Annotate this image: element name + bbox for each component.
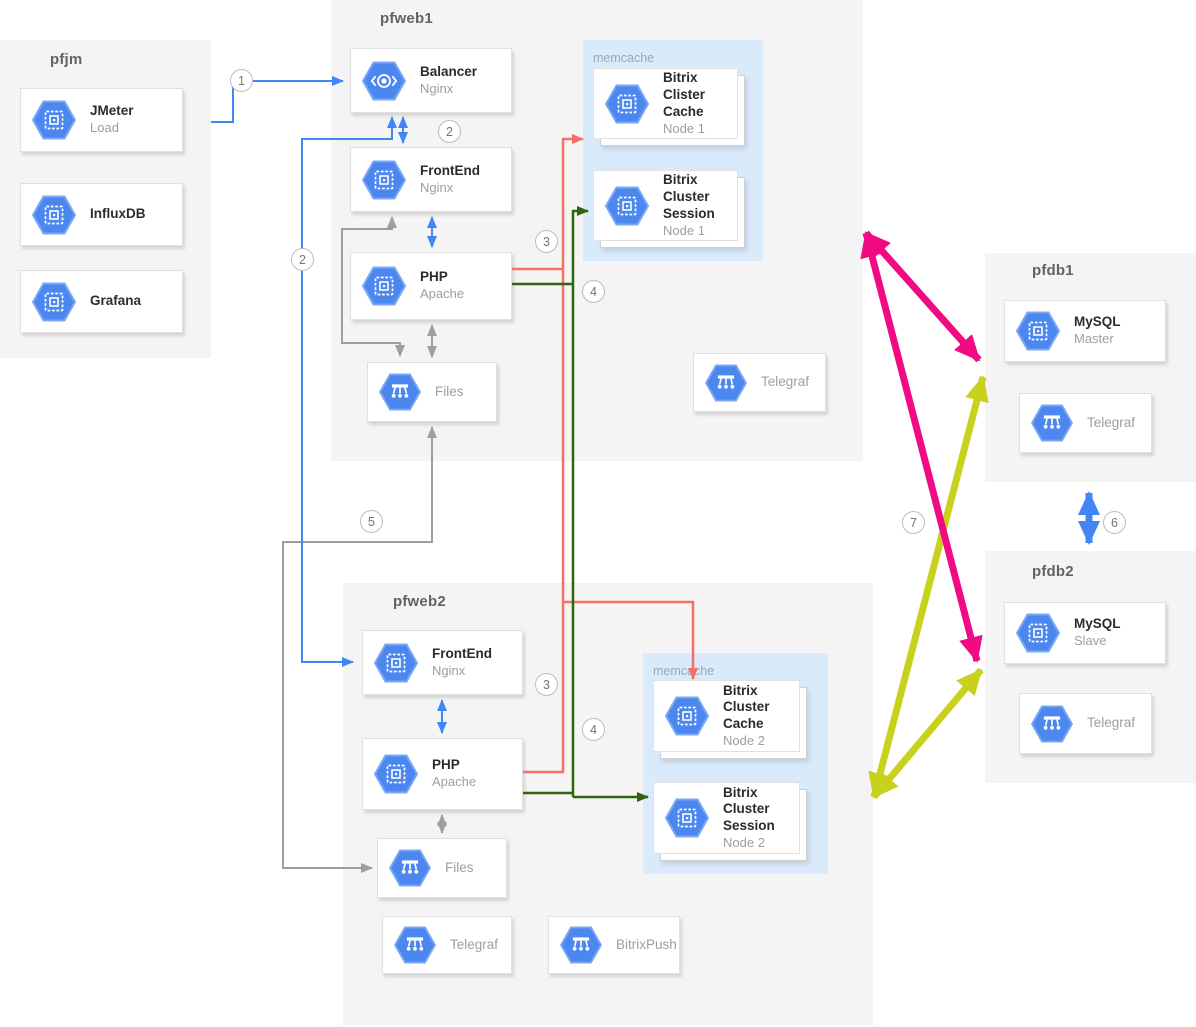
compute-engine-icon xyxy=(664,798,710,838)
step-badge-2: 2 xyxy=(438,120,461,143)
node-bitrix-session-1: Bitrix Cluster Session Node 1 xyxy=(593,170,738,241)
node-mysql-slave: MySQL Slave xyxy=(1004,602,1166,664)
node-bitrix-cache-1: Bitrix Clister Cache Node 1 xyxy=(593,68,738,139)
node-php2-title: PHP xyxy=(432,757,460,773)
node-influxdb: InfluxDB xyxy=(20,183,183,246)
node-bitrix-cache-2-subtitle: Node 2 xyxy=(723,733,765,749)
node-files2: Files xyxy=(377,838,507,898)
step-badge-4b: 4 xyxy=(582,718,605,741)
compute-engine-icon xyxy=(31,282,77,322)
node-bitrix-session-1-subtitle: Node 1 xyxy=(663,222,705,238)
memcache-panel-1-label: memcache xyxy=(593,51,655,65)
group-pfweb2-title: pfweb2 xyxy=(393,593,446,610)
step-badge-3a: 3 xyxy=(535,230,558,253)
node-php2-subtitle: Apache xyxy=(432,774,477,790)
node-mysql-master-title: MySQL xyxy=(1074,314,1121,330)
compute-engine-icon xyxy=(1015,613,1061,653)
node-bitrix-cache-1-subtitle: Node 1 xyxy=(663,120,705,136)
node-mysql-slave-subtitle: Slave xyxy=(1074,633,1107,649)
app-engine-icon xyxy=(378,373,422,411)
app-engine-icon xyxy=(388,849,432,887)
node-telegraf1: Telegraf xyxy=(693,353,826,412)
node-jmeter-title: JMeter xyxy=(90,103,134,119)
group-pfdb1-title: pfdb1 xyxy=(1032,262,1074,279)
node-php2: PHP Apache xyxy=(362,738,523,810)
node-grafana-title: Grafana xyxy=(90,293,142,309)
node-bitrix-session-2-subtitle: Node 2 xyxy=(723,835,765,851)
app-engine-icon xyxy=(559,926,603,964)
compute-engine-icon xyxy=(604,84,650,124)
node-files1-title: Files xyxy=(435,383,464,399)
node-php1-title: PHP xyxy=(420,269,448,285)
node-frontend2-title: FrontEnd xyxy=(432,645,492,661)
node-files2-title: Files xyxy=(445,859,474,875)
app-engine-icon xyxy=(1030,705,1074,743)
node-balancer-subtitle: Nginx xyxy=(420,80,454,96)
node-jmeter-subtitle: Load xyxy=(90,120,119,136)
step-badge-2b: 2 xyxy=(291,248,314,271)
step-badge-4a: 4 xyxy=(582,280,605,303)
compute-engine-icon xyxy=(373,643,419,683)
node-mysql-master: MySQL Master xyxy=(1004,300,1166,362)
magenta-connectors xyxy=(860,230,983,663)
node-telegraf-db1: Telegraf xyxy=(1019,393,1152,453)
node-php1-subtitle: Apache xyxy=(420,286,465,302)
step-badge-5: 5 xyxy=(360,510,383,533)
node-frontend2-subtitle: Nginx xyxy=(432,662,466,678)
node-frontend2: FrontEnd Nginx xyxy=(362,630,523,695)
node-telegraf-db2-title: Telegraf xyxy=(1087,715,1136,731)
memcache-panel-2-label: memcache xyxy=(653,664,715,678)
app-engine-icon xyxy=(1030,404,1074,442)
load-balancer-icon xyxy=(361,61,407,101)
compute-engine-icon xyxy=(31,195,77,235)
compute-engine-icon xyxy=(361,160,407,200)
node-balancer-title: Balancer xyxy=(420,63,478,79)
node-influxdb-title: InfluxDB xyxy=(90,206,146,222)
node-bitrixpush: BitrixPush xyxy=(548,916,680,974)
compute-engine-icon xyxy=(31,100,77,140)
node-balancer: Balancer Nginx xyxy=(350,48,512,113)
node-frontend1-title: FrontEnd xyxy=(420,162,480,178)
node-bitrix-session-2: Bitrix Cluster Session Node 2 xyxy=(653,782,800,854)
yellow-connectors xyxy=(868,375,989,800)
compute-engine-icon xyxy=(361,266,407,306)
group-pfweb1-title: pfweb1 xyxy=(380,10,433,27)
node-telegraf-db2: Telegraf xyxy=(1019,693,1152,754)
step-badge-6: 6 xyxy=(1103,511,1126,534)
node-telegraf1-title: Telegraf xyxy=(761,374,810,390)
compute-engine-icon xyxy=(664,696,710,736)
node-bitrix-cache-2-title: Bitrix Cluster Cache xyxy=(723,682,770,732)
node-bitrix-session-2-title: Bitrix Cluster Session xyxy=(723,784,775,834)
node-jmeter: JMeter Load xyxy=(20,88,183,152)
step-badge-3b: 3 xyxy=(535,673,558,696)
node-grafana: Grafana xyxy=(20,270,183,333)
compute-engine-icon xyxy=(373,754,419,794)
node-bitrix-cache-1-title: Bitrix Clister Cache xyxy=(663,70,706,119)
step-badge-7: 7 xyxy=(902,511,925,534)
group-pfjm-title: pfjm xyxy=(50,51,83,68)
step-badge-1: 1 xyxy=(230,69,253,92)
app-engine-icon xyxy=(393,926,437,964)
node-telegraf-db1-title: Telegraf xyxy=(1087,414,1136,430)
group-pfdb2-title: pfdb2 xyxy=(1032,563,1074,580)
node-mysql-slave-title: MySQL xyxy=(1074,616,1121,632)
node-bitrix-session-1-title: Bitrix Cluster Session xyxy=(663,172,715,221)
node-telegraf2-title: Telegraf xyxy=(450,936,499,952)
node-telegraf2: Telegraf xyxy=(382,916,512,974)
node-mysql-master-subtitle: Master xyxy=(1074,331,1114,347)
node-bitrixpush-title: BitrixPush xyxy=(616,936,677,952)
compute-engine-icon xyxy=(1015,311,1061,351)
node-bitrix-cache-2: Bitrix Cluster Cache Node 2 xyxy=(653,680,800,752)
node-files1: Files xyxy=(367,362,497,422)
compute-engine-icon xyxy=(604,186,650,226)
node-frontend1: FrontEnd Nginx xyxy=(350,147,512,212)
app-engine-icon xyxy=(704,364,748,402)
node-frontend1-subtitle: Nginx xyxy=(420,179,454,195)
node-php1: PHP Apache xyxy=(350,252,512,320)
